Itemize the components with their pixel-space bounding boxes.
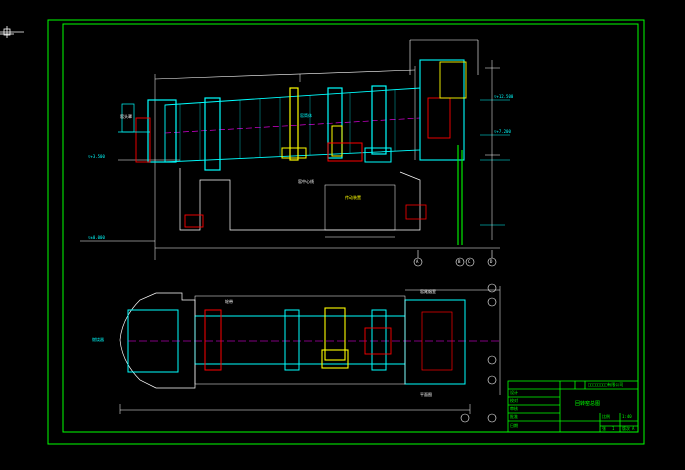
label-drive: 传动装置 xyxy=(345,195,361,200)
axis-marker-a: A xyxy=(416,259,419,264)
elevation-view xyxy=(80,39,510,267)
label-kiln-tail: 窑尾烟室 xyxy=(420,289,436,294)
title-block xyxy=(507,380,639,433)
sheet-value: 1 xyxy=(612,426,615,431)
revision-value: A xyxy=(632,426,635,431)
label-level-3: ▽+7.200 xyxy=(494,129,511,134)
revision-label: 版次 xyxy=(622,426,630,431)
label-plan-view: 平面图 xyxy=(420,392,432,397)
title-row-2: 审核 xyxy=(510,406,518,411)
axis-marker-b: B xyxy=(458,259,461,264)
inner-border-frame xyxy=(62,23,639,433)
sheet-label: 张 xyxy=(602,426,606,431)
title-row-0: 设计 xyxy=(510,390,518,395)
scale-value: 1:40 xyxy=(622,414,632,419)
axis-marker-d: D xyxy=(490,259,493,264)
title-drawing-name: 回转窑总图 xyxy=(575,401,601,407)
axis-marker-c: C xyxy=(468,259,471,264)
title-row-4: 日期 xyxy=(510,423,518,428)
label-burner: 燃烧器 xyxy=(92,337,104,342)
title-row-3: 批准 xyxy=(510,414,518,419)
label-level-2: ▽+3.500 xyxy=(88,154,105,159)
title-row-1: 校对 xyxy=(510,398,518,403)
scale-label: 比例 xyxy=(602,414,610,419)
plan-view xyxy=(119,283,501,423)
outer-sheet-frame xyxy=(47,19,645,445)
label-kiln-shell: 窑筒体 xyxy=(300,113,312,118)
label-kiln-head: 窑头罩 xyxy=(120,114,132,119)
crosshair-cursor-icon xyxy=(0,26,24,38)
label-kiln-center: 窑中心线 xyxy=(298,179,314,184)
label-level-1: ▽±0.000 xyxy=(88,235,105,240)
label-level-4: ▽+12.500 xyxy=(494,94,514,99)
label-tyre: 轮带 xyxy=(225,299,233,304)
title-company: □□□□□□□□有限公司 xyxy=(588,382,624,387)
